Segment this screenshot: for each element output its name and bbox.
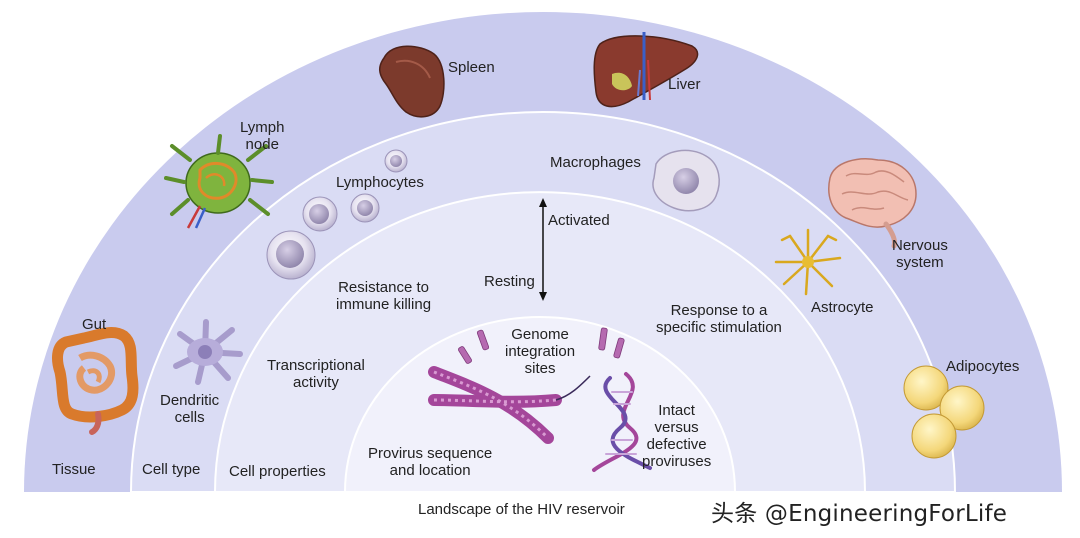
label-resting: Resting — [484, 273, 535, 290]
label-intact-defective: Intact versus defective proviruses — [642, 402, 712, 470]
ring-label-cell-type: Cell type — [142, 461, 201, 478]
astrocyte-icon — [774, 228, 842, 296]
figure-caption: Landscape of the HIV reservoir — [418, 501, 625, 518]
label-response: Response to a specific stimulation — [656, 302, 782, 336]
label-macrophages: Macrophages — [550, 154, 641, 171]
ring-label-cell-properties: Cell properties — [229, 463, 326, 480]
spleen-icon — [379, 45, 445, 118]
label-transcriptional: Transcriptional activity — [267, 357, 365, 391]
label-genome-integration: Genome integration sites — [505, 326, 576, 377]
gut-icon — [52, 327, 139, 435]
lymphocyte-icon — [266, 149, 408, 280]
dendritic-cell-icon — [173, 319, 243, 385]
label-lymphocytes: Lymphocytes — [336, 174, 424, 191]
label-provirus-sequence: Provirus sequence and location — [368, 445, 493, 479]
label-nervous-system: Nervous system — [892, 237, 948, 271]
adipocytes-icon — [903, 365, 985, 459]
label-resistance: Resistance to immune killing — [336, 279, 432, 313]
brain-icon — [828, 158, 917, 249]
label-adipocytes: Adipocytes — [946, 358, 1020, 375]
activation-arrow — [539, 198, 547, 301]
integration-site-icon — [458, 327, 625, 364]
dna-helix-icon — [592, 372, 652, 472]
ring-label-tissue: Tissue — [52, 461, 96, 478]
chromosome-icon — [428, 366, 591, 444]
label-liver: Liver — [668, 76, 701, 93]
watermark: 头条 @EngineeringForLife — [711, 501, 1008, 527]
label-astrocyte: Astrocyte — [811, 299, 874, 316]
liver-icon — [593, 32, 699, 108]
lymph-node-icon — [164, 134, 274, 229]
label-spleen: Spleen — [448, 59, 495, 76]
label-gut: Gut — [82, 316, 107, 333]
label-activated: Activated — [548, 212, 610, 229]
macrophage-icon — [652, 149, 720, 212]
label-dendritic-cells: Dendritic cells — [160, 392, 220, 426]
label-lymph-node: Lymph node — [240, 119, 285, 153]
